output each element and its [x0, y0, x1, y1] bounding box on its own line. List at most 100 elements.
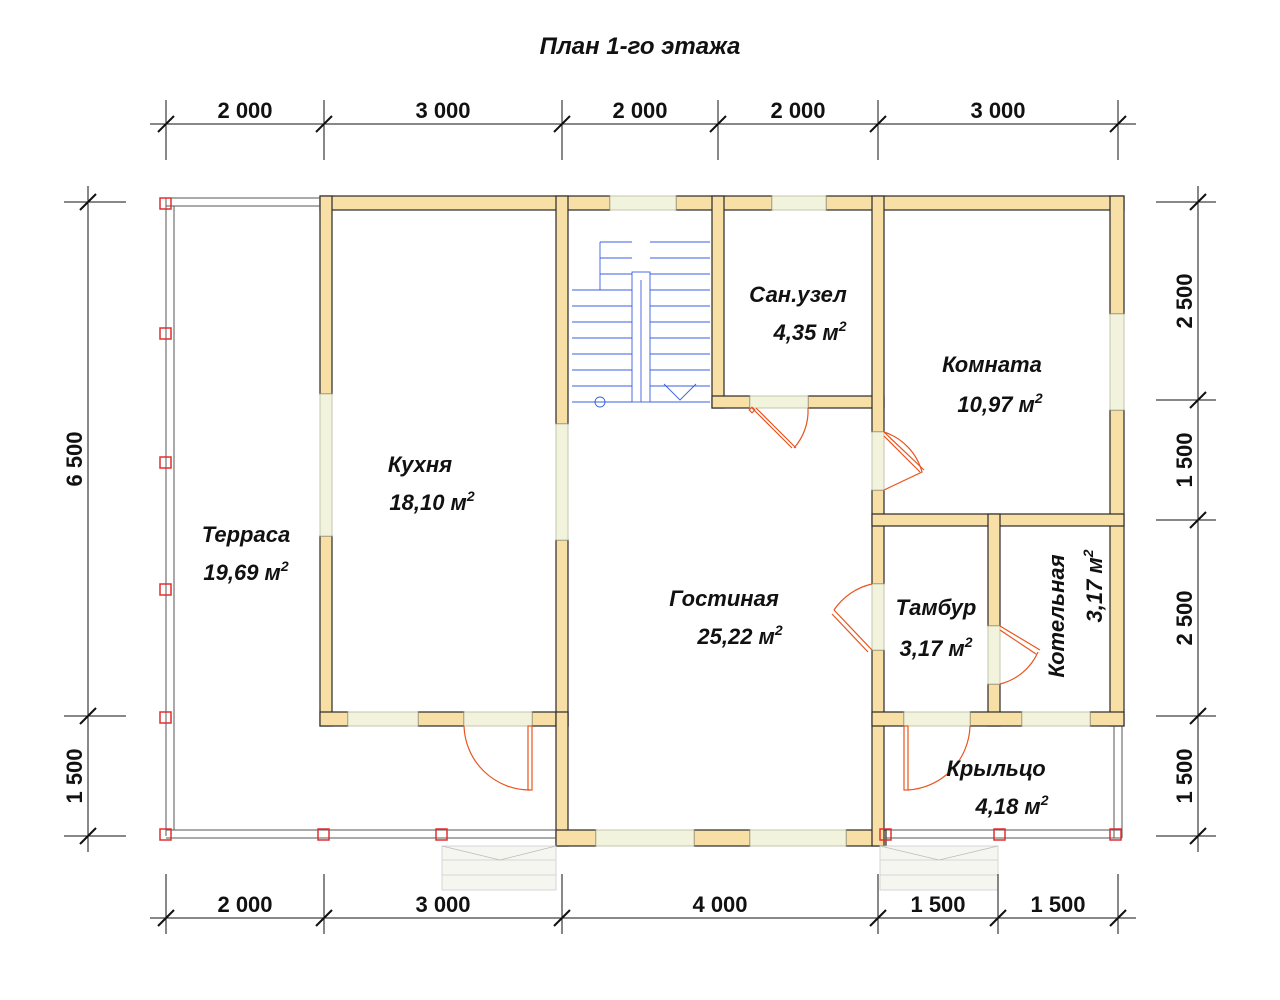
room-area-bathroom: 4,35 м2: [772, 318, 846, 345]
room-name-room: Комната: [942, 352, 1042, 377]
dim-right-2: 1 500: [1172, 432, 1197, 487]
room-area-room: 10,97 м2: [957, 390, 1042, 417]
door-arc: [463, 725, 531, 791]
room-area-living: 25,22 м2: [696, 622, 782, 649]
door-bath: [749, 395, 809, 409]
porch-outline: [886, 726, 1123, 839]
wall-vestibule-bottom-2: [969, 711, 1023, 727]
wall-center-1: [871, 195, 885, 433]
post: [993, 828, 1006, 841]
door-arc: [833, 583, 873, 611]
wall-boiler-left-1: [987, 513, 1001, 627]
wall-bath-left: [711, 195, 725, 409]
wall-vestibule-bottom-3: [1089, 711, 1125, 727]
post: [159, 456, 172, 469]
wall-living-left: [555, 711, 569, 847]
wall-kitchen-bottom-2: [417, 711, 465, 727]
dim-right-4: 1 500: [1172, 748, 1197, 803]
wall-kitchen-bottom-1: [319, 711, 349, 727]
door-vestibule-living: [871, 583, 885, 651]
wall-center-2: [871, 489, 885, 585]
post: [159, 711, 172, 724]
wall-kitchen-left-1: [319, 195, 333, 395]
dim-top-5: 3 000: [970, 98, 1025, 123]
post: [1109, 828, 1122, 841]
walls: [319, 195, 1125, 847]
plan-title: План 1-го этажа: [540, 33, 741, 60]
room-name-bathroom: Сан.узел: [749, 282, 847, 307]
porch-steps: [441, 845, 999, 891]
door-arc: [883, 431, 923, 491]
posts: [159, 197, 1122, 841]
wall-vestibule-bottom-1: [871, 711, 905, 727]
wall-right-1: [1109, 195, 1125, 315]
post: [879, 828, 892, 841]
window-bottom-2: [749, 829, 847, 847]
window-boiler-bottom: [1021, 711, 1091, 727]
room-area-boiler: 3,17 м2: [1080, 549, 1107, 622]
wall-kitchen-left-2: [319, 535, 333, 727]
terrace-outline: [165, 197, 556, 839]
room-name-porch: Крыльцо: [946, 756, 1045, 781]
dim-bottom-5: 1 500: [1030, 892, 1085, 917]
window-bottom-1: [595, 829, 695, 847]
room-area-kitchen: 18,10 м2: [389, 488, 474, 515]
wall-bottom-2: [693, 829, 751, 847]
openings: [319, 195, 1125, 847]
dim-top-4: 2 000: [770, 98, 825, 123]
post: [159, 327, 172, 340]
dim-top-3: 2 000: [612, 98, 667, 123]
door-arc: [907, 725, 971, 791]
room-area-porch: 4,18 м2: [974, 792, 1048, 819]
door-room: [871, 431, 885, 491]
wall-bath-bottom-1: [711, 395, 751, 409]
dim-left-1: 6 500: [62, 431, 87, 486]
steps-porch: [879, 845, 999, 891]
dimension-labels: 2 000 3 000 2 000 2 000 3 000 2 000 3 00…: [62, 98, 1197, 917]
wall-top-3: [825, 195, 1125, 211]
door-kitchen-bottom: [463, 711, 533, 727]
window-top-stairs: [609, 195, 677, 211]
room-name-vestibule: Тамбур: [896, 595, 977, 620]
post: [317, 828, 330, 841]
wall-center-3: [871, 649, 885, 847]
wall-right-2: [1109, 409, 1125, 727]
post: [435, 828, 448, 841]
window-kitchen-bottom: [347, 711, 419, 727]
room-area-vestibule: 3,17 м2: [899, 634, 972, 661]
door-arc: [793, 407, 809, 449]
dim-right-1: 2 500: [1172, 273, 1197, 328]
dim-top-2: 3 000: [415, 98, 470, 123]
dim-bottom-2: 3 000: [415, 892, 470, 917]
room-name-boiler: Котельная: [1044, 554, 1069, 677]
post: [159, 828, 172, 841]
door-vestibule-porch: [903, 711, 971, 727]
dim-top-1: 2 000: [217, 98, 272, 123]
post: [159, 197, 172, 210]
dim-bottom-4: 1 500: [910, 892, 965, 917]
window-kitchen-terrace: [319, 393, 333, 537]
wall-bottom-1: [555, 829, 597, 847]
room-area-terrace: 19,69 м2: [203, 558, 288, 585]
opening-kitchen-living: [555, 423, 569, 541]
room-name-kitchen: Кухня: [388, 452, 452, 477]
wall-kitchen-right-1: [555, 195, 569, 425]
steps-terrace: [441, 845, 557, 891]
room-name-terrace: Терраса: [202, 522, 290, 547]
door-boiler: [987, 625, 1001, 685]
dim-left-2: 1 500: [62, 748, 87, 803]
wall-kitchen-right-2: [555, 539, 569, 727]
door-arc: [999, 651, 1039, 685]
dim-bottom-1: 2 000: [217, 892, 272, 917]
door-leaf: [527, 725, 533, 791]
window-right-room: [1109, 313, 1125, 411]
window-top-bath: [771, 195, 827, 211]
room-labels: Терраса 19,69 м2 Кухня 18,10 м2 Сан.узел…: [202, 282, 1107, 819]
dim-right-3: 2 500: [1172, 590, 1197, 645]
staircase: [572, 241, 710, 408]
post: [159, 583, 172, 596]
door-swings: [463, 406, 1041, 791]
dim-bottom-3: 4 000: [692, 892, 747, 917]
dimension-lines: [64, 100, 1216, 934]
